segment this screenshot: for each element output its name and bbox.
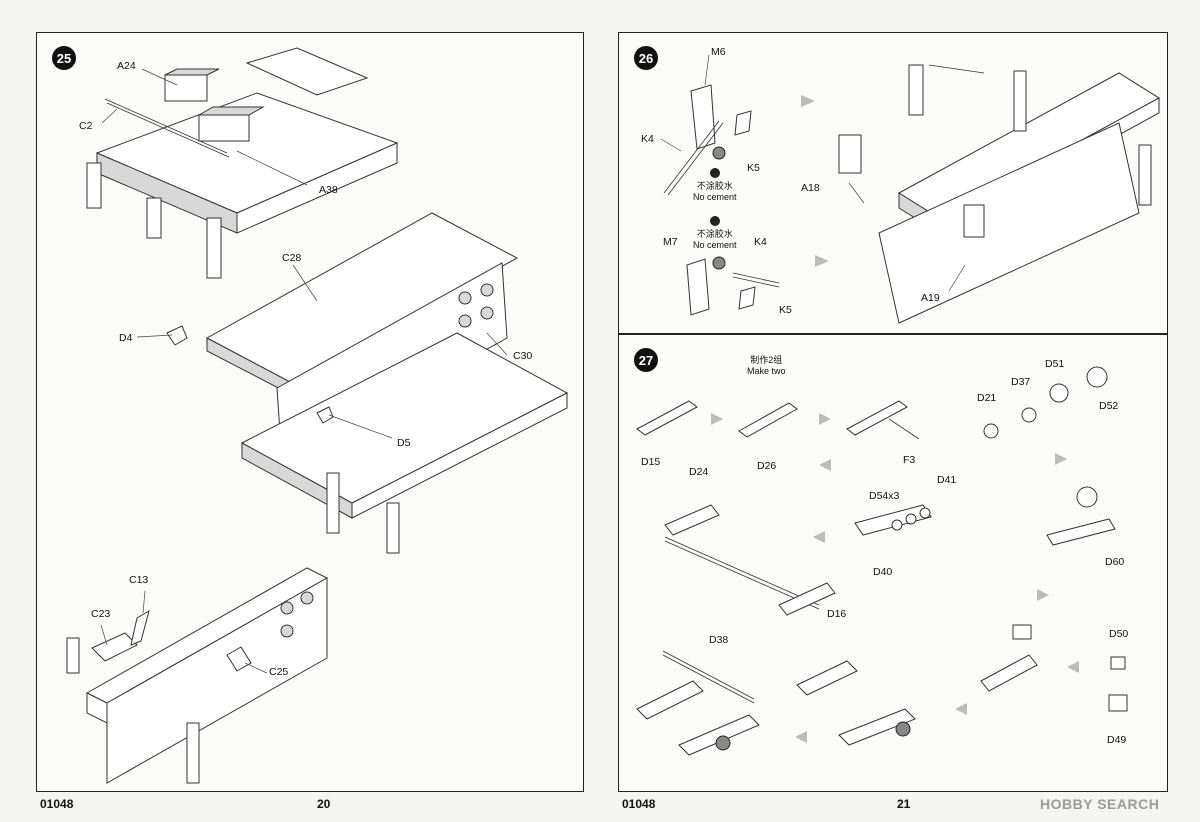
part-label-c30: C30 <box>513 350 533 362</box>
no-cement-en-1: No cement <box>693 191 737 202</box>
part-label-k5-top: K5 <box>747 162 760 174</box>
arrow-icon <box>813 531 825 543</box>
part-label-d4: D4 <box>119 332 133 344</box>
bracket-assembly-top <box>660 54 752 196</box>
part-label-d50: D50 <box>1109 628 1129 640</box>
part-label-f3: F3 <box>903 454 916 466</box>
part-label-k4-top: K4 <box>641 133 654 145</box>
part-label-d16: D16 <box>827 608 847 620</box>
left-page: 25 A24 C2 A38 C28 D4 C30 D5 C13 C23 C25 … <box>36 32 584 811</box>
step-26-panel: 26 M6 K4 K5 不涂胶水 No cement 不涂胶水 No cemen… <box>618 32 1168 334</box>
part-label-m7: M7 <box>663 236 678 248</box>
product-code-right: 01048 <box>622 797 656 811</box>
part-label-d37: D37 <box>1011 376 1031 388</box>
part-label-d5: D5 <box>397 437 411 449</box>
arrow-icon <box>815 255 829 267</box>
product-code-left: 01048 <box>40 797 74 811</box>
page-number-right: 21 <box>897 797 911 811</box>
no-cement-icon <box>709 216 720 226</box>
middle-frame-drawing <box>136 212 569 554</box>
part-label-k5-bottom: K5 <box>779 304 792 316</box>
no-cement-icon <box>709 168 720 178</box>
part-label-d38: D38 <box>709 634 729 646</box>
step-27-badge: 27 <box>634 348 658 372</box>
part-label-d15: D15 <box>641 456 661 468</box>
row-3-parts <box>636 624 1128 756</box>
part-label-d54x3: D54x3 <box>869 490 900 502</box>
part-label-m6: M6 <box>711 46 726 58</box>
arrow-icon <box>819 459 831 471</box>
part-label-a38: A38 <box>319 184 338 196</box>
arrow-icon <box>819 413 831 425</box>
make-two-en: Make two <box>747 365 786 376</box>
part-label-d60: D60 <box>1105 556 1125 568</box>
bracket-assembly-bottom <box>686 256 780 316</box>
part-label-d24: D24 <box>689 466 709 478</box>
hobby-search-watermark: HOBBY SEARCH <box>1040 796 1160 812</box>
step-26-illustration <box>660 54 1160 324</box>
part-label-a19: A19 <box>921 292 940 304</box>
step-26-badge: 26 <box>634 46 658 70</box>
arrow-icon <box>711 413 723 425</box>
no-cement-cn-2: 不涂胶水 <box>696 228 733 239</box>
arrow-icon <box>801 95 815 107</box>
part-label-c28: C28 <box>282 252 302 264</box>
no-cement-note-2: 不涂胶水 No cement <box>693 216 737 250</box>
step-27-panel: 27 制作2组 Make two D15 D24 D26 F3 D21 D37 … <box>618 334 1168 792</box>
part-label-c25: C25 <box>269 666 289 678</box>
step-25-badge: 25 <box>52 46 76 70</box>
no-cement-cn-1: 不涂胶水 <box>696 180 733 191</box>
part-label-d26: D26 <box>757 460 777 472</box>
no-cement-en-2: No cement <box>693 239 737 250</box>
part-label-c13: C13 <box>129 574 149 586</box>
make-two-note: 制作2组 Make two <box>747 355 786 377</box>
part-label-d40: D40 <box>873 566 893 578</box>
part-label-d51: D51 <box>1045 358 1065 370</box>
arrow-icon <box>955 703 967 715</box>
right-page: 26 M6 K4 K5 不涂胶水 No cement 不涂胶水 No cemen… <box>600 0 1200 822</box>
step-25-illustration <box>66 47 569 784</box>
part-label-d41: D41 <box>937 474 957 486</box>
arrow-icon <box>1055 453 1067 465</box>
part-label-a24: A24 <box>117 60 136 72</box>
part-label-c2: C2 <box>79 120 93 132</box>
page-number-left: 20 <box>317 797 331 811</box>
part-label-k4-bottom: K4 <box>754 236 767 248</box>
step-27-illustration <box>636 366 1128 756</box>
part-label-d21: D21 <box>977 392 997 404</box>
no-cement-note-1: 不涂胶水 No cement <box>693 168 737 202</box>
make-two-cn: 制作2组 <box>750 355 783 365</box>
lower-frame-drawing <box>66 567 329 784</box>
upper-frame-drawing <box>86 47 399 279</box>
arrow-icon <box>795 731 807 743</box>
part-label-d52: D52 <box>1099 400 1119 412</box>
step-25-panel: 25 A24 C2 A38 C28 D4 C30 D5 C13 C23 C25 <box>36 32 584 792</box>
part-label-c23: C23 <box>91 608 111 620</box>
part-label-a18: A18 <box>801 182 820 194</box>
frame-assembly-26 <box>838 64 1160 324</box>
row-2-parts <box>664 486 1116 616</box>
arrow-icon <box>1037 589 1049 601</box>
part-label-d49: D49 <box>1107 734 1127 746</box>
arrow-icon <box>1067 661 1079 673</box>
row-1-parts <box>636 366 1108 471</box>
